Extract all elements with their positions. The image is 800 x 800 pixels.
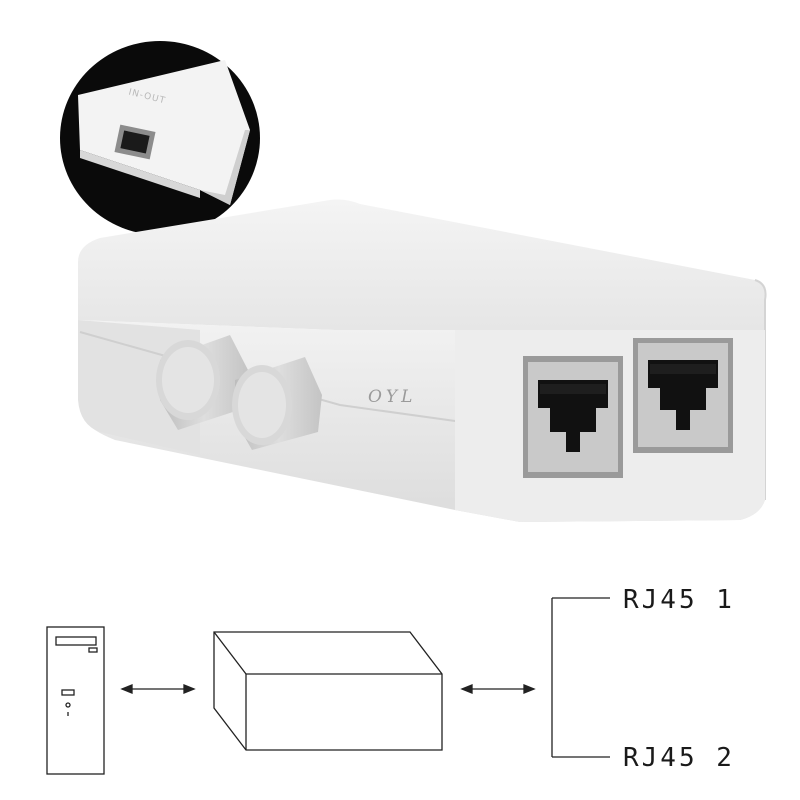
rj45-port-1	[523, 356, 623, 478]
connection-diagram	[46, 597, 610, 775]
computer-icon	[46, 626, 105, 775]
switch-box	[78, 199, 767, 522]
rj45-port-2	[633, 338, 733, 453]
watermark: OYL	[368, 387, 417, 407]
switch-box-icon	[213, 631, 443, 751]
inset-rj45-port	[114, 124, 156, 160]
port-label-2: RJ45 2	[623, 743, 735, 773]
port-bracket	[551, 597, 610, 758]
inset-photo	[60, 41, 260, 235]
link-arrow-left	[120, 684, 196, 694]
port-label-1: RJ45 1	[623, 585, 735, 615]
switch-button-a	[156, 335, 248, 430]
link-arrow-right	[460, 684, 536, 694]
switch-button-b	[232, 357, 322, 450]
